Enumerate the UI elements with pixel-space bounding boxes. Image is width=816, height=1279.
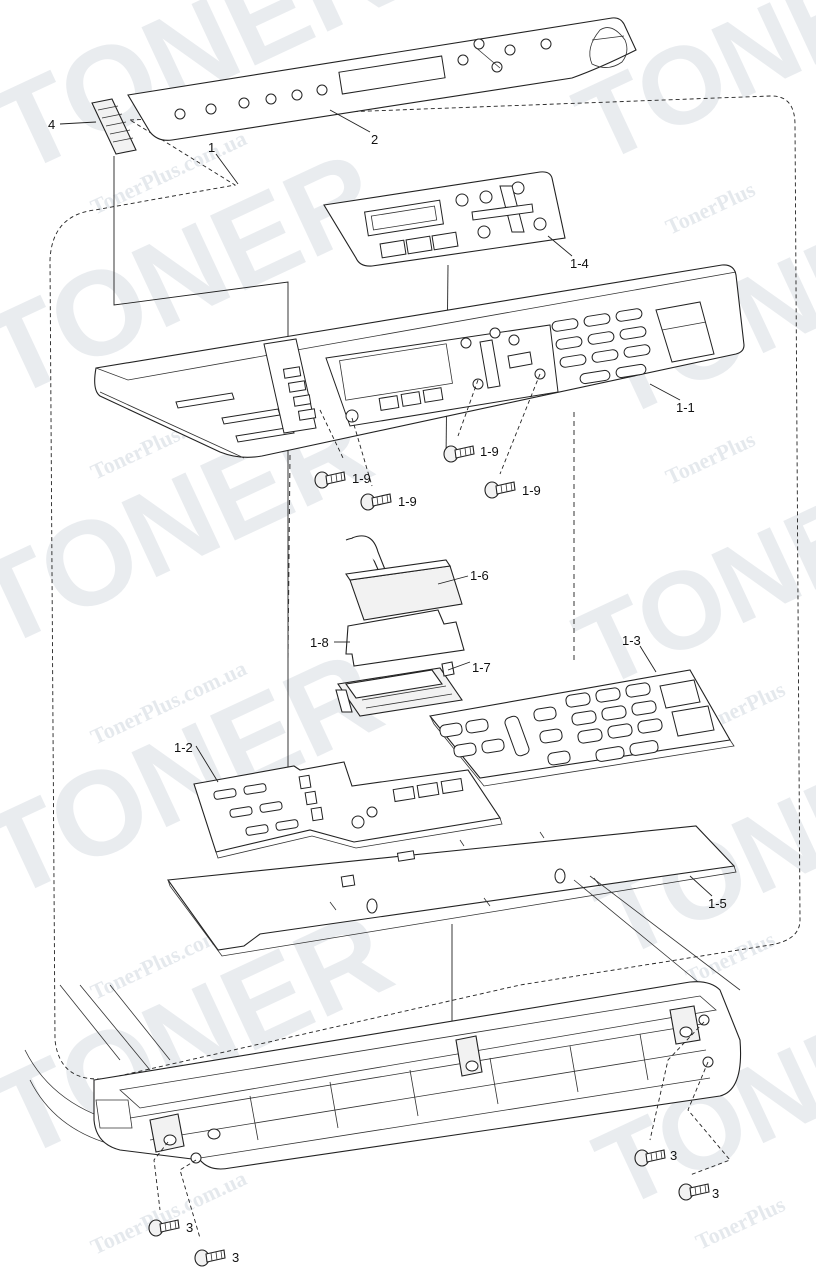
label-1-6: 1-6 [470, 568, 489, 583]
label-3-a: 3 [186, 1220, 193, 1235]
part-1-7-holder [335, 661, 463, 717]
leader-1-5 [689, 875, 713, 897]
part-1-3-keypad-board [428, 669, 735, 787]
screw-1-9-c [443, 379, 479, 463]
leader-1-3 [639, 645, 657, 673]
part-1-8-board [345, 609, 465, 667]
leader-4-projection [113, 156, 289, 780]
leader-1-6 [437, 575, 469, 585]
label-1-2: 1-2 [174, 740, 193, 755]
leader-1-2 [195, 745, 219, 783]
label-1-7: 1-7 [472, 660, 491, 675]
part-1-2-left-board [193, 761, 503, 859]
keypad-rubber-keys [439, 679, 715, 766]
label-1-9-a: 1-9 [352, 471, 371, 486]
label-1-5: 1-5 [708, 896, 727, 911]
scanner-base-outline [24, 875, 741, 1151]
watermark-brand: TonerPlus [662, 426, 760, 489]
watermark-brand: TonerPlus [662, 176, 760, 239]
watermark-url: TonerPlus.com.ua [87, 1165, 251, 1259]
screw-1-9-a [314, 409, 346, 489]
label-1-1: 1-1 [676, 400, 695, 415]
screw-3-b [179, 1159, 226, 1267]
label-3-c: 3 [670, 1148, 677, 1163]
watermark-brand: TonerPlus [692, 1191, 790, 1254]
label-1: 1 [208, 140, 215, 155]
label-1-4: 1-4 [570, 256, 589, 271]
leader-1-4 [547, 235, 573, 257]
part-1-4-display-panel [323, 171, 566, 267]
screw-3-d [678, 1061, 731, 1201]
leader-1 [215, 153, 239, 185]
label-3-d: 3 [712, 1186, 719, 1201]
leader-1-7 [447, 661, 471, 671]
label-1-9-c: 1-9 [480, 444, 499, 459]
part-1-1-main-panel [94, 264, 745, 459]
screw-3-a [148, 1141, 180, 1237]
projection-1-1-left [287, 454, 291, 661]
screw-1-9-d [484, 373, 541, 499]
label-1-8: 1-8 [310, 635, 329, 650]
label-2: 2 [371, 132, 378, 147]
part-1-5-main-pcb [167, 825, 737, 957]
label-3-b: 3 [232, 1250, 239, 1265]
leader-1-1 [649, 383, 681, 401]
lower-housing-frame [93, 981, 742, 1170]
screw-3-c [634, 1021, 705, 1167]
screw-1-9-b [351, 417, 392, 511]
label-4: 4 [48, 117, 55, 132]
leader-4 [59, 121, 97, 125]
label-1-9-d: 1-9 [522, 483, 541, 498]
label-1-9-b: 1-9 [398, 494, 417, 509]
leader-2 [329, 109, 371, 133]
label-1-3: 1-3 [622, 633, 641, 648]
part-1-6-lcd-module [345, 535, 463, 621]
part-4-strip [91, 98, 137, 155]
keypad-slots [551, 301, 715, 385]
part-2-overlay [127, 17, 637, 141]
